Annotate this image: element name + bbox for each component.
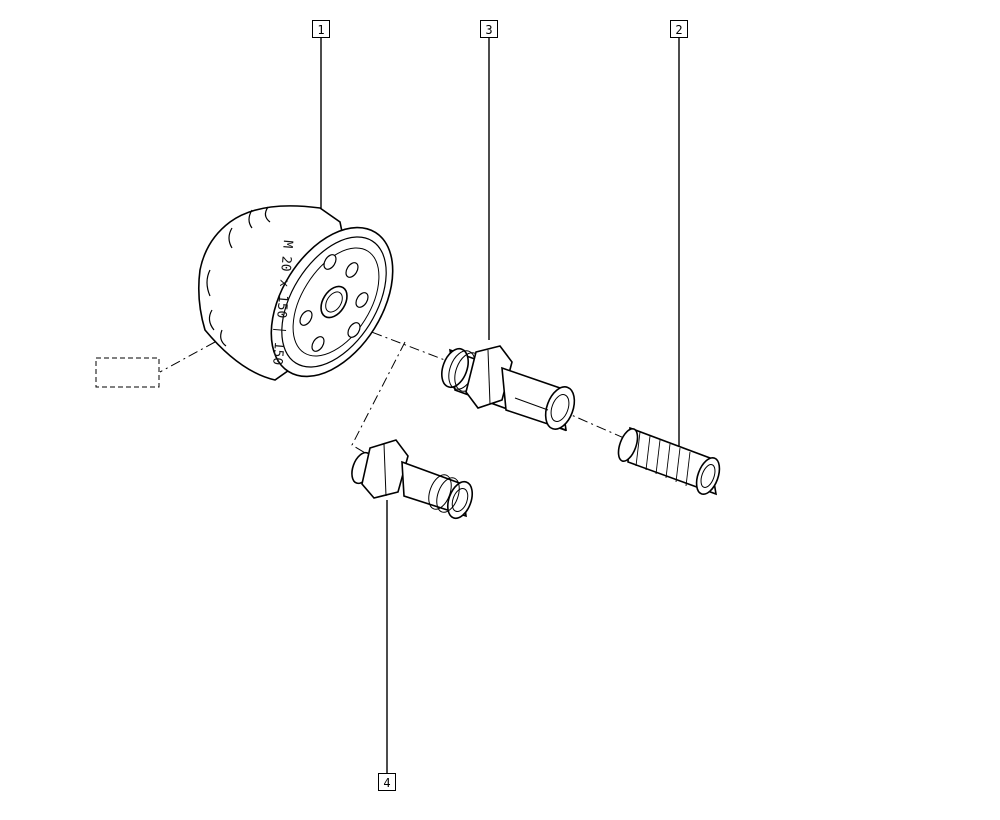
leader-lines — [320, 38, 680, 773]
short-union — [351, 439, 474, 520]
detail-placeholder-box — [95, 357, 160, 388]
long-union — [441, 345, 576, 432]
callout-3: 3 — [480, 20, 498, 38]
callout-4: 4 — [378, 773, 396, 791]
axis-filter-detail — [159, 341, 216, 373]
callout-1: 1 — [312, 20, 330, 38]
callout-2: 2 — [670, 20, 688, 38]
filter-grip-ribs — [206, 206, 271, 347]
axis-union-to-sleeve — [559, 409, 641, 446]
threaded-sleeve — [617, 426, 721, 496]
axis-branch-to-short-union — [351, 341, 406, 463]
oil-filter: M 20 x 150 | 150 — [198, 205, 394, 381]
filter-center-thread — [320, 285, 348, 319]
filter-inlet-holes — [299, 254, 369, 352]
